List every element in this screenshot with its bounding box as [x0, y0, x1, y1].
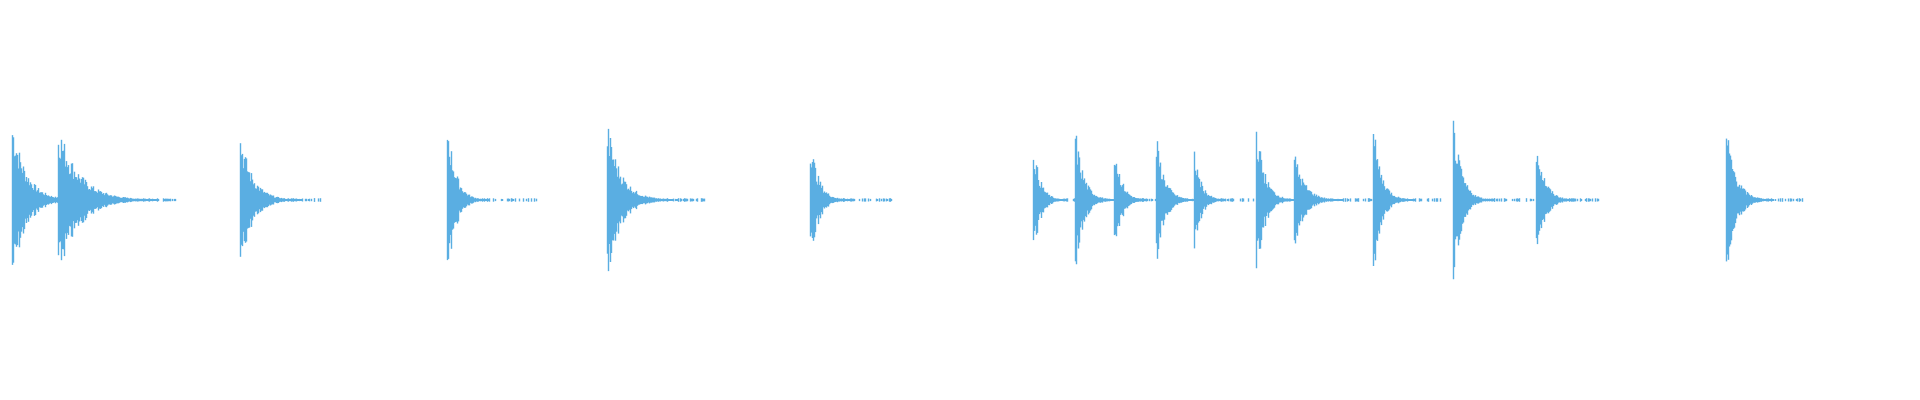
waveform-peaks	[11, 120, 1804, 280]
